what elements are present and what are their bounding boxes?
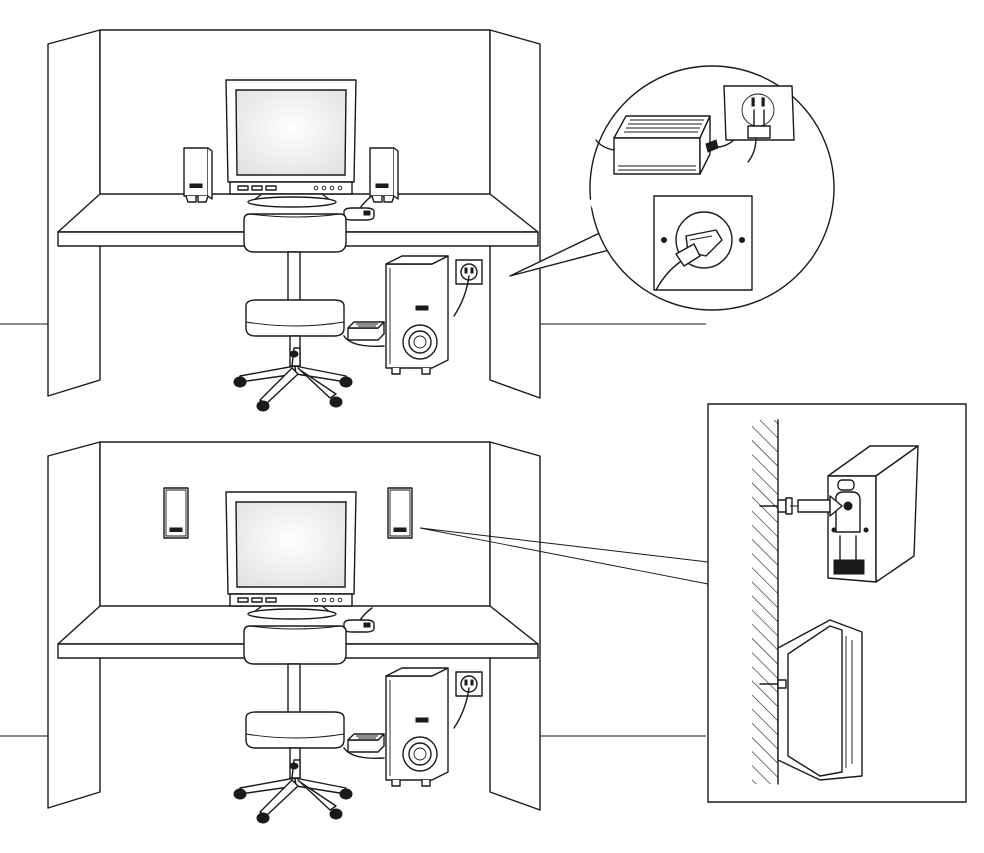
screw-icon (759, 495, 843, 517)
subwoofer-icon (385, 255, 449, 375)
office-chair-icon (233, 625, 353, 824)
wall-icon (752, 420, 778, 784)
speaker-icon (163, 487, 189, 539)
power-adapter-icon (347, 733, 385, 753)
power-adapter-icon (595, 115, 737, 175)
speaker-icon (369, 147, 399, 203)
office-chair-icon (233, 213, 353, 412)
panel-desk-speakers (0, 29, 835, 412)
left-partition (47, 29, 101, 397)
callout-speaker-wall-mounting (707, 403, 967, 803)
speaker-icon (827, 445, 919, 583)
controller-icon (343, 207, 375, 221)
screw-icon (759, 679, 787, 689)
speaker-icon (183, 147, 213, 203)
monitor-icon (225, 491, 357, 620)
monitor-icon (225, 79, 357, 208)
power-adapter-icon (347, 321, 385, 341)
subwoofer-icon (385, 667, 449, 787)
power-cable (453, 275, 470, 317)
speaker-icon (387, 487, 413, 539)
adapter-cable (343, 335, 385, 347)
controller-icon (343, 619, 375, 633)
panel-wall-mounted-speakers (0, 441, 709, 824)
wall-socket-icon (723, 85, 795, 163)
callout-pointer (419, 527, 709, 585)
plug-icon (655, 243, 701, 291)
left-partition (47, 441, 101, 809)
speaker-icon (777, 619, 863, 781)
wall-socket-icon (653, 195, 753, 291)
